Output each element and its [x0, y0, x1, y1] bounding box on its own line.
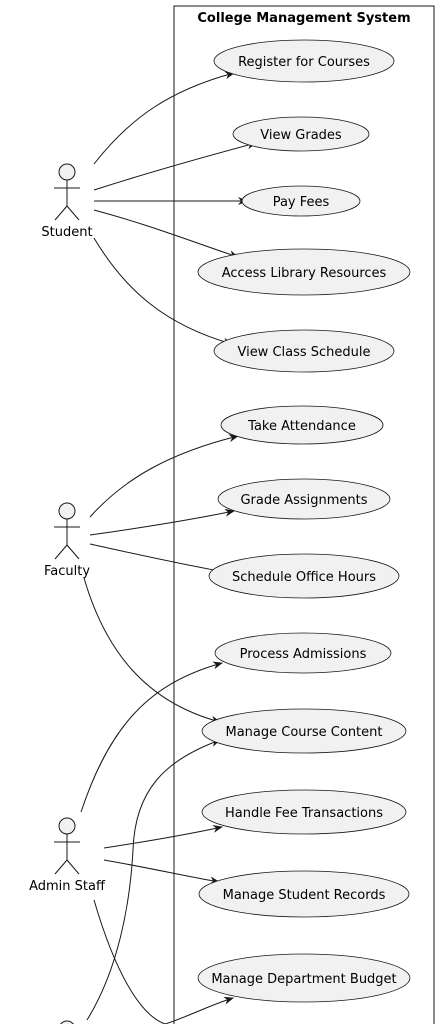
assoc-faculty-attendance [89, 434, 239, 518]
use-case-label: Pay Fees [273, 195, 330, 210]
system-boundary: College Management System [173, 5, 435, 1024]
associations [80, 71, 257, 1024]
use-case-dept-budget: Manage Department Budget [197, 953, 411, 1003]
stick-figure-icon [54, 163, 80, 221]
use-case-label: Handle Fee Transactions [225, 806, 383, 821]
assoc-admin-admissions [80, 661, 223, 813]
actor-label: Faculty [44, 564, 90, 579]
assoc-admin-fee-trans [103, 824, 223, 849]
use-case-label: Manage Student Records [223, 888, 386, 903]
actor-faculty: Faculty [44, 502, 90, 579]
use-case-take-attendance: Take Attendance [220, 405, 384, 445]
assoc-student-library [93, 209, 239, 258]
assoc-fourth-course-content [86, 739, 221, 1021]
use-case-course-content: Manage Course Content [201, 708, 407, 754]
assoc-student-grades [93, 141, 257, 191]
use-case-label: Process Admissions [240, 647, 367, 662]
use-case-label: Manage Course Content [226, 725, 383, 740]
assoc-admin-dept-budget [93, 899, 234, 1024]
use-case-grade-assignments: Grade Assignments [217, 478, 391, 520]
use-case-pay-fees: Pay Fees [241, 185, 361, 217]
stick-figure-icon [60, 1020, 74, 1024]
assoc-admin-student-records [103, 859, 220, 885]
actor-admin-staff: Admin Staff [29, 817, 106, 894]
use-case-office-hours: Schedule Office Hours [208, 553, 400, 599]
actor-partial [60, 1020, 74, 1024]
assoc-student-schedule [93, 237, 233, 346]
assoc-faculty-office-hours [89, 543, 226, 575]
use-case-class-schedule: View Class Schedule [213, 329, 395, 373]
use-case-library: Access Library Resources [197, 248, 411, 296]
actor-student: Student [41, 163, 93, 240]
use-case-label: Manage Department Budget [211, 972, 396, 987]
stick-figure-icon [54, 502, 80, 560]
system-title: College Management System [197, 11, 410, 26]
assoc-faculty-grade-assign [89, 508, 235, 536]
use-case-label: Take Attendance [247, 419, 356, 434]
use-case-label: Schedule Office Hours [232, 570, 376, 585]
use-case-fee-transactions: Handle Fee Transactions [201, 789, 407, 835]
use-case-label: View Class Schedule [237, 345, 370, 360]
use-case-view-grades: View Grades [232, 116, 370, 152]
use-case-student-records: Manage Student Records [198, 870, 410, 918]
actor-label: Admin Staff [29, 879, 106, 894]
use-case-register: Register for Courses [213, 39, 395, 83]
use-case-label: View Grades [260, 128, 342, 143]
assoc-faculty-course-content [83, 577, 221, 724]
stick-figure-icon [54, 817, 80, 875]
assoc-student-register [93, 71, 235, 165]
actor-label: Student [41, 225, 92, 240]
use-case-label: Grade Assignments [240, 493, 367, 508]
use-case-process-admissions: Process Admissions [214, 632, 392, 674]
use-case-label: Access Library Resources [222, 266, 387, 281]
use-case-label: Register for Courses [238, 55, 370, 70]
